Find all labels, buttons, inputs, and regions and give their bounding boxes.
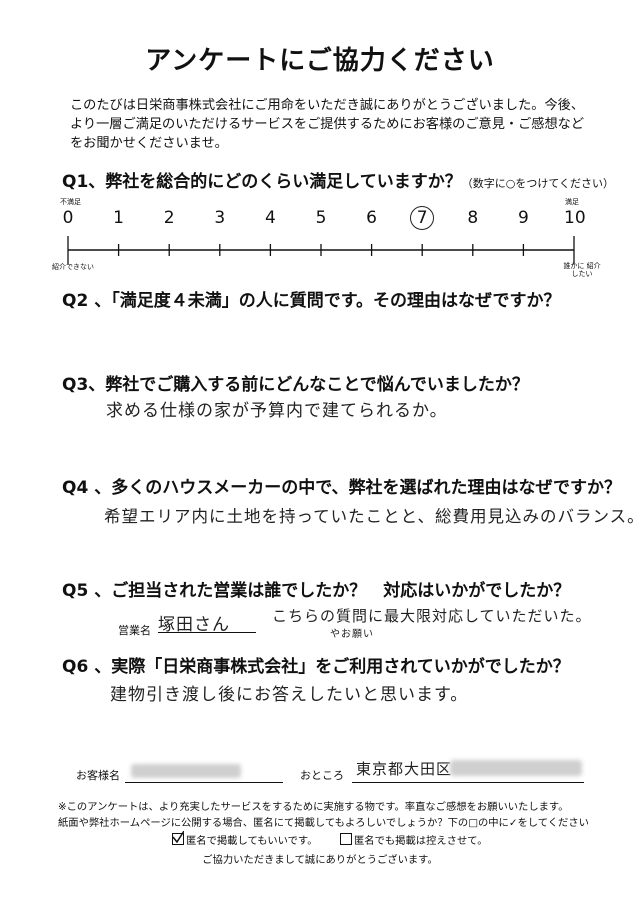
- q5-label: Q5 、ご担当された営業は誰でしたか？ 対応はいかがでしたか？: [62, 581, 571, 601]
- q3-label: Q3、弊社でご購入する前にどんなことで悩んでいましたか？: [62, 375, 529, 395]
- q4-answer: 希望エリア内に土地を持っていたことと、総費用見込みのバランス。: [104, 507, 640, 526]
- decline-label: 匿名でも掲載は控えさせて。: [354, 835, 488, 847]
- scale-number[interactable]: 7: [410, 206, 435, 230]
- notice-line: ※このアンケートは、より充実したサービスをするために実施する物です。率直なご感想…: [58, 801, 569, 813]
- page-title: アンケートにご協力ください: [145, 46, 495, 76]
- option-decline[interactable]: 匿名でも掲載は控えさせて。: [340, 833, 488, 849]
- scale-left-top: 不満足: [60, 198, 81, 206]
- agree-checkbox[interactable]: [172, 831, 184, 845]
- scale-line: [67, 236, 575, 264]
- scale-number[interactable]: 1: [113, 208, 124, 228]
- scale-number[interactable]: 2: [163, 208, 175, 228]
- q4-label: Q4 、多くのハウスメーカーの中で、弊社を選ばれた理由はなぜですか？: [62, 478, 622, 498]
- q2-label: Q2 、「満足度４未満」の人に質問です。その理由はなぜですか？: [62, 291, 561, 311]
- intro-text: このたびは日栄商事株式会社にご用命をいただき誠にありがとうございました。今後、 …: [70, 96, 600, 153]
- customer-name-label: お客様名: [76, 769, 120, 782]
- scale-number[interactable]: 5: [315, 208, 327, 228]
- notice: ※このアンケートは、より充実したサービスをするために実施する物です。率直なご感想…: [58, 799, 589, 831]
- scale-right-top: 満足: [565, 198, 579, 206]
- staff-name: 塚田さん: [158, 610, 256, 635]
- scale-number[interactable]: 6: [366, 208, 377, 228]
- q6-label: Q6 、実際「日栄商事株式会社」をご利用されていかがでしたか？: [62, 657, 570, 677]
- notice-line: 紙面や弊社ホームページに公開する場合、匿名にて掲載してもよろしいでしょうか？下の…: [58, 817, 589, 829]
- q6-answer: 建物引き渡し後にお答えしたいと思います。: [110, 685, 469, 705]
- q5-insert: やお願い: [330, 629, 374, 640]
- scale-number[interactable]: 10: [564, 208, 586, 228]
- intro-line: このたびは日栄商事株式会社にご用命をいただき誠にありがとうございました。今後、: [70, 98, 585, 113]
- check-icon: [172, 831, 184, 843]
- option-agree[interactable]: 匿名で掲載してもいいです。: [172, 831, 318, 849]
- q1-question: Q1、弊社を総合的にどのくらい満足していますか？: [62, 172, 462, 192]
- scale-left-bottom: 紹介できない: [52, 263, 94, 271]
- scale-numbers: 0 1 2 3 4 5 6 7 8 9 10: [0, 206, 640, 234]
- scale-number[interactable]: 4: [264, 208, 276, 228]
- redacted-name: [131, 764, 241, 778]
- intro-line: をお聞かせくださいませ。: [70, 136, 228, 151]
- q5-answer: こちらの質問に最大限対応していただいた。: [272, 607, 592, 625]
- scale-right-bottom: 誰かに 紹介したい: [563, 262, 601, 278]
- decline-checkbox[interactable]: [340, 833, 352, 845]
- thanks-text: ご協力いただきまして誠にありがとうございます。: [202, 854, 438, 866]
- scale-number[interactable]: 8: [467, 208, 479, 228]
- customer-name-field: [125, 764, 283, 783]
- address-label: おところ: [300, 769, 344, 782]
- intro-line: より一層ご満足のいただけるサービスをご提供するためにお客様のご意見・ご感想など: [70, 117, 585, 132]
- agree-label: 匿名で掲載してもいいです。: [186, 835, 318, 847]
- scale-number[interactable]: 0: [62, 208, 74, 228]
- q1-note: （数字に○をつけてください）: [461, 177, 615, 190]
- address-text: 東京都大田区: [356, 760, 453, 778]
- staff-label: 営業名: [118, 624, 151, 637]
- q1-label: Q1、弊社を総合的にどのくらい満足していますか？（数字に○をつけてください）: [62, 167, 614, 192]
- redacted-address: [450, 760, 582, 776]
- scale-number[interactable]: 3: [214, 208, 226, 228]
- address-field: 東京都大田区: [352, 756, 584, 783]
- q3-answer: 求める仕様の家が予算内で建てられるか。: [106, 401, 448, 421]
- scale-number[interactable]: 9: [517, 208, 529, 228]
